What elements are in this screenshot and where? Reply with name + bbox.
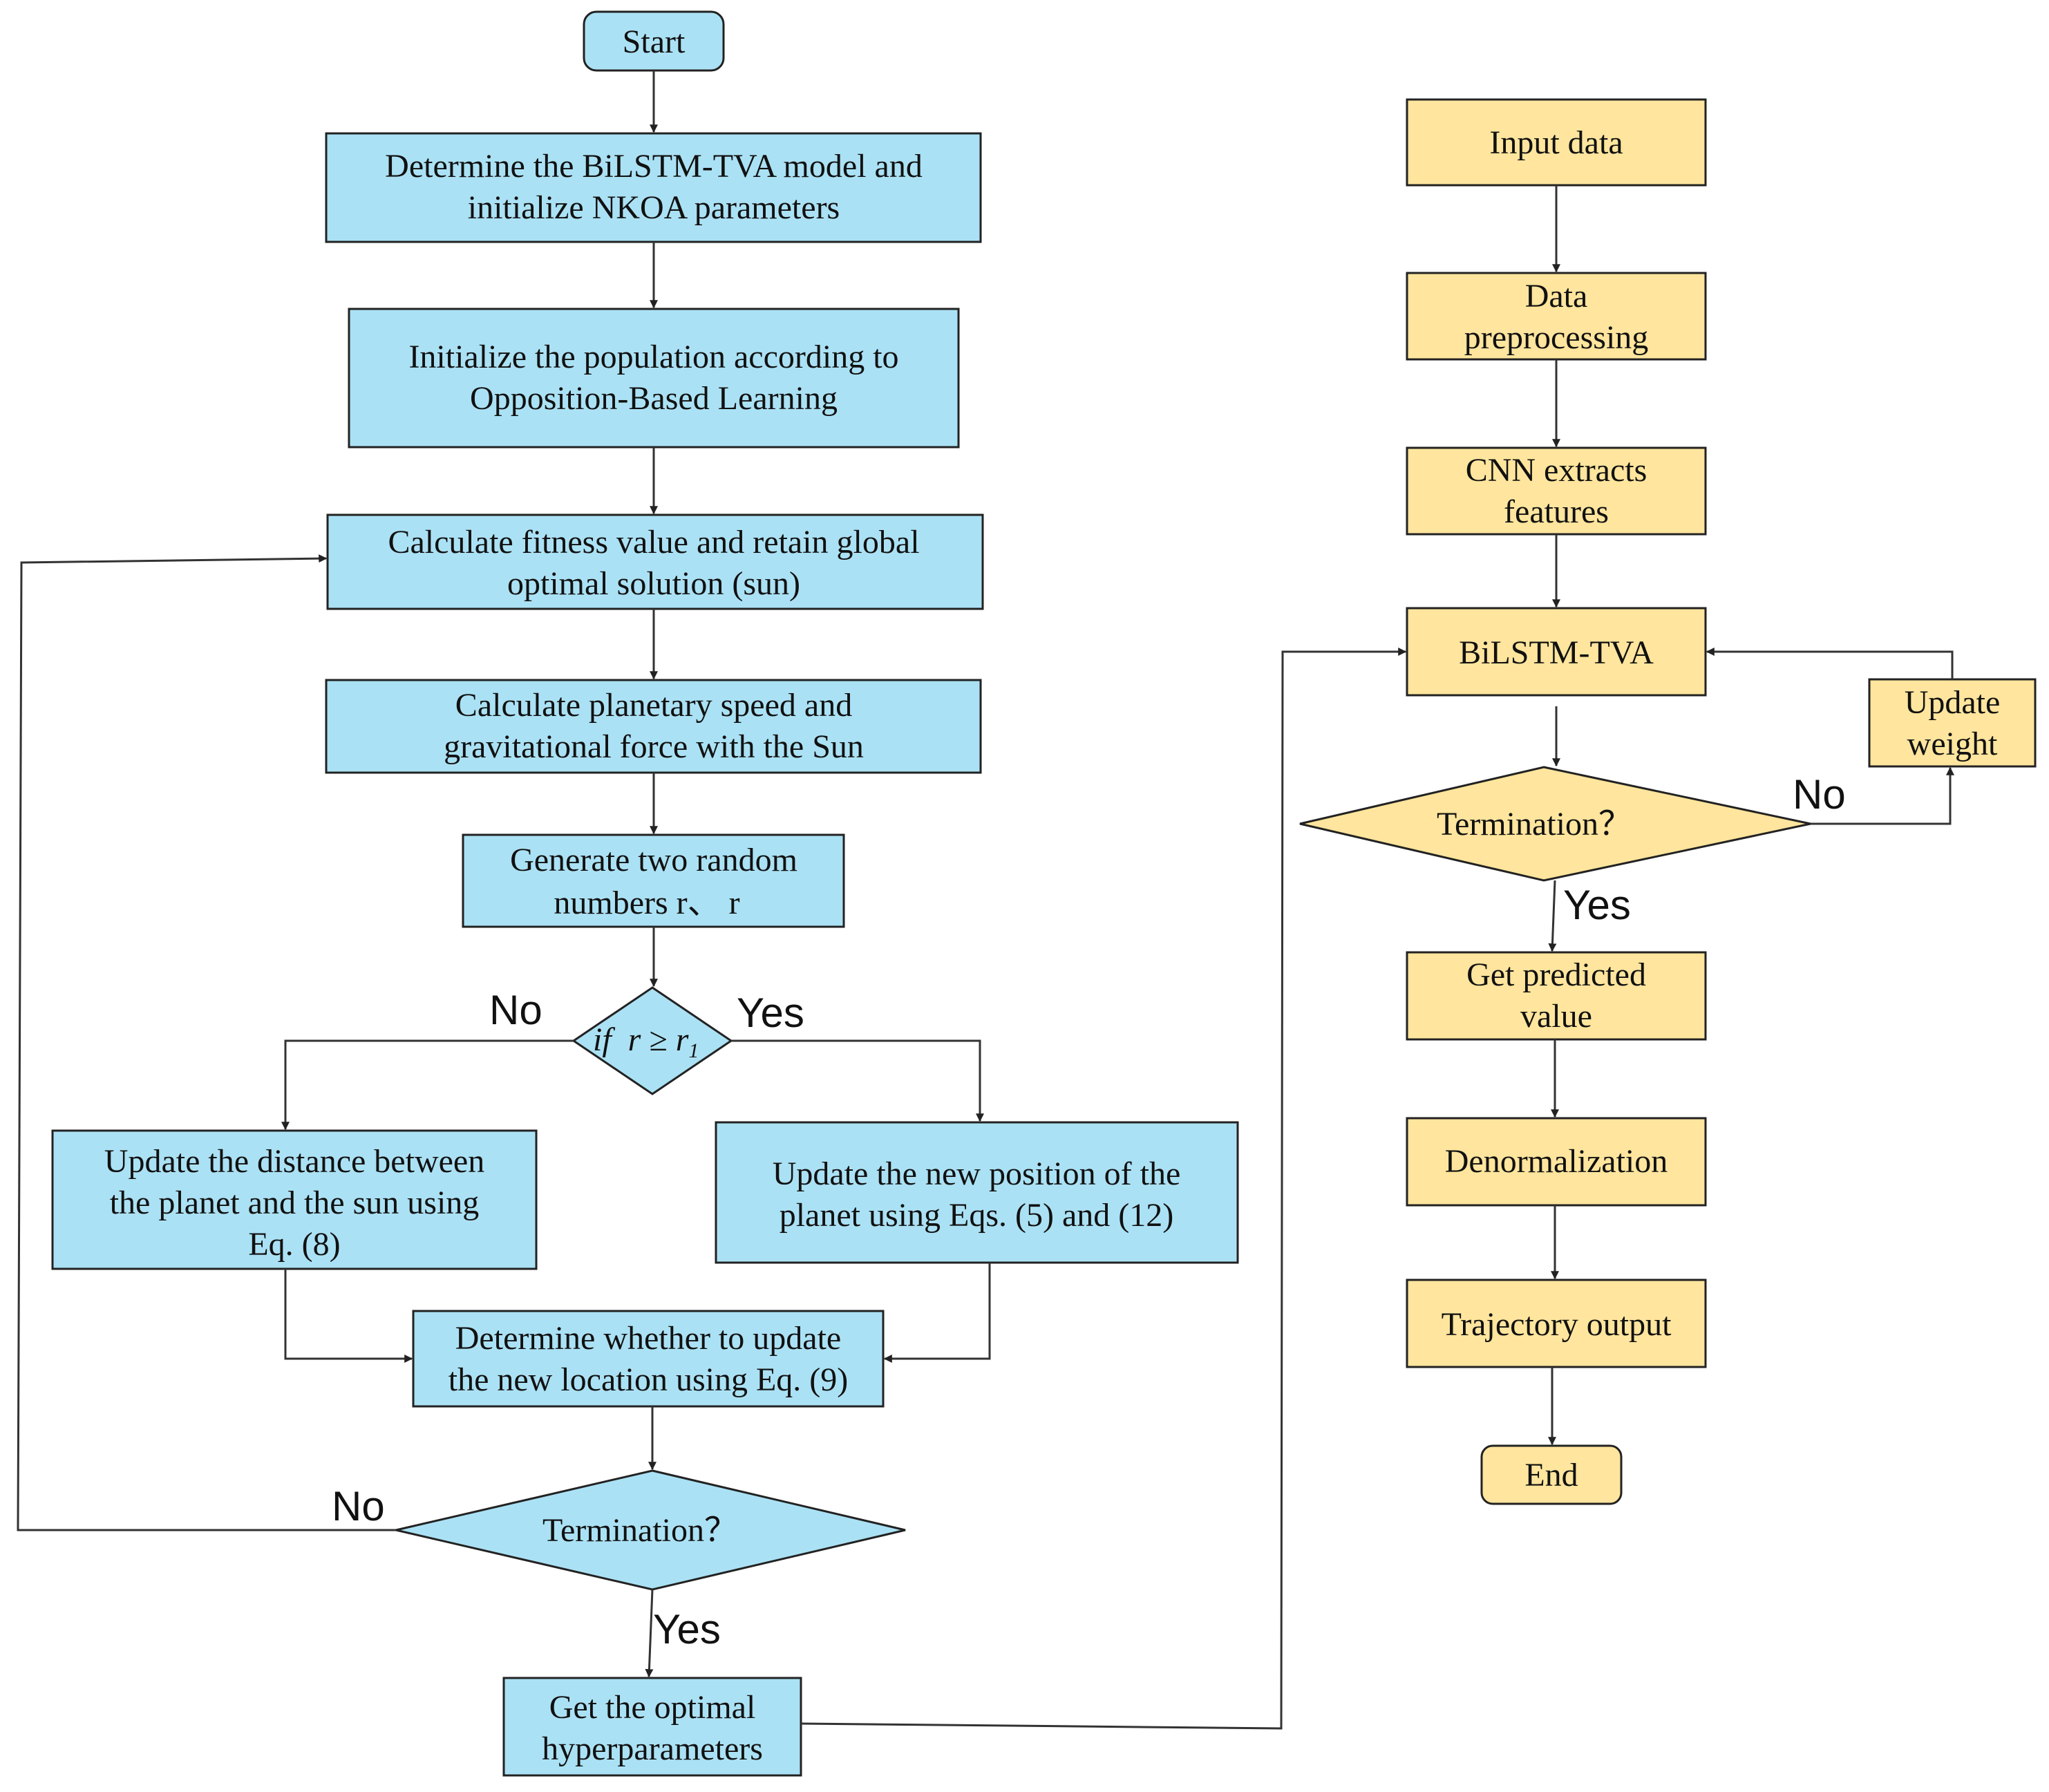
termination-right-no-label: No	[1793, 771, 1846, 818]
gen-random-label-2: numbers r、 r	[554, 885, 739, 921]
calc-fitness-label-2: optimal solution (sun)	[507, 565, 800, 602]
connector	[883, 1263, 991, 1363]
predicted-label-2: value	[1520, 998, 1592, 1035]
calc-fitness-node	[326, 513, 984, 610]
termination-left-label: Termination？	[542, 1512, 737, 1549]
connector-to-bilstm	[800, 648, 1407, 1730]
termination-right-yes-label: Yes	[1563, 882, 1631, 928]
predicted-node	[1406, 951, 1707, 1041]
gen-random-label-1: Generate two random	[510, 842, 797, 878]
condition-yes-label: Yes	[737, 990, 804, 1036]
condition-diamond	[572, 986, 733, 1095]
cnn-label-1: CNN extracts	[1466, 452, 1647, 489]
calc-fitness-label-1: Calculate fitness value and retain globa…	[388, 524, 919, 560]
denormalization-node	[1406, 1117, 1707, 1207]
connector-yes-branch	[731, 1039, 984, 1122]
preprocessing-label-2: preprocessing	[1464, 319, 1649, 356]
determine-model-node	[325, 132, 982, 243]
init-population-label-2: Opposition-Based Learning	[470, 380, 838, 417]
bilstm-label: BiLSTM-TVA	[1459, 634, 1654, 671]
input-data-label: Input data	[1489, 124, 1623, 161]
determine-update-node	[412, 1310, 885, 1408]
preprocessing-label-1: Data	[1525, 278, 1588, 314]
connector-no-loop	[17, 554, 396, 1531]
trajectory-node	[1406, 1279, 1707, 1368]
update-weight-label-1: Update	[1905, 684, 2001, 721]
update-distance-label-1: Update the distance between	[104, 1143, 484, 1180]
update-position-label-2: planet using Eqs. (5) and (12)	[780, 1197, 1174, 1234]
determine-update-label-2: the new location using Eq. (9)	[448, 1361, 849, 1398]
cnn-node	[1406, 446, 1707, 536]
condition-no-label: No	[489, 987, 542, 1033]
connector-yes	[645, 1589, 654, 1678]
predicted-label-1: Get predicted	[1466, 956, 1646, 993]
calc-speed-node	[325, 679, 982, 774]
start-label: Start	[623, 23, 686, 60]
gen-random-line2: numbers r、 r	[554, 885, 739, 921]
condition-sub: 1	[688, 1039, 699, 1062]
update-weight-label-2: weight	[1907, 726, 1998, 762]
connector-yes-right	[1548, 880, 1557, 952]
init-population-label-1: Initialize the population according to	[408, 339, 898, 375]
bilstm-node	[1406, 607, 1707, 697]
calc-speed-label-2: gravitational force with the Sun	[444, 728, 864, 765]
input-data-node	[1406, 98, 1707, 187]
optimal-hyper-label-1: Get the optimal	[549, 1689, 756, 1726]
end-node	[1480, 1444, 1623, 1505]
calc-speed-label-1: Calculate planetary speed and	[455, 687, 852, 724]
connector	[1706, 648, 1954, 679]
update-distance-node	[51, 1129, 538, 1270]
update-distance-label-3: Eq. (8)	[248, 1226, 340, 1263]
update-distance-label-2: the planet and the sun using	[110, 1185, 480, 1221]
denormalization-label: Denormalization	[1445, 1143, 1668, 1180]
end-label: End	[1524, 1457, 1578, 1493]
optimal-hyper-node	[502, 1677, 802, 1777]
trajectory-label: Trajectory output	[1442, 1306, 1672, 1343]
preprocessing-node	[1406, 272, 1707, 361]
cnn-label-2: features	[1504, 493, 1609, 530]
connector-no-right	[1811, 766, 1954, 825]
termination-left-no-label: No	[332, 1483, 385, 1529]
determine-model-label-1: Determine the BiLSTM-TVA model and	[385, 148, 923, 185]
update-position-node	[715, 1121, 1239, 1264]
condition-expr: r ≥ r	[628, 1021, 689, 1058]
init-population-node	[348, 308, 960, 449]
update-weight-node	[1868, 678, 2037, 768]
connector-no-branch	[281, 1039, 574, 1131]
update-position-label-1: Update the new position of the	[773, 1156, 1181, 1192]
connector	[284, 1269, 413, 1363]
optimal-hyper-label-2: hyperparameters	[542, 1730, 763, 1767]
determine-update-label-1: Determine whether to update	[455, 1320, 841, 1357]
termination-right-label: Termination？	[1437, 806, 1632, 842]
determine-model-label-2: initialize NKOA parameters	[468, 189, 840, 226]
termination-diamond-right	[1299, 766, 1811, 882]
termination-left-yes-label: Yes	[653, 1606, 721, 1652]
